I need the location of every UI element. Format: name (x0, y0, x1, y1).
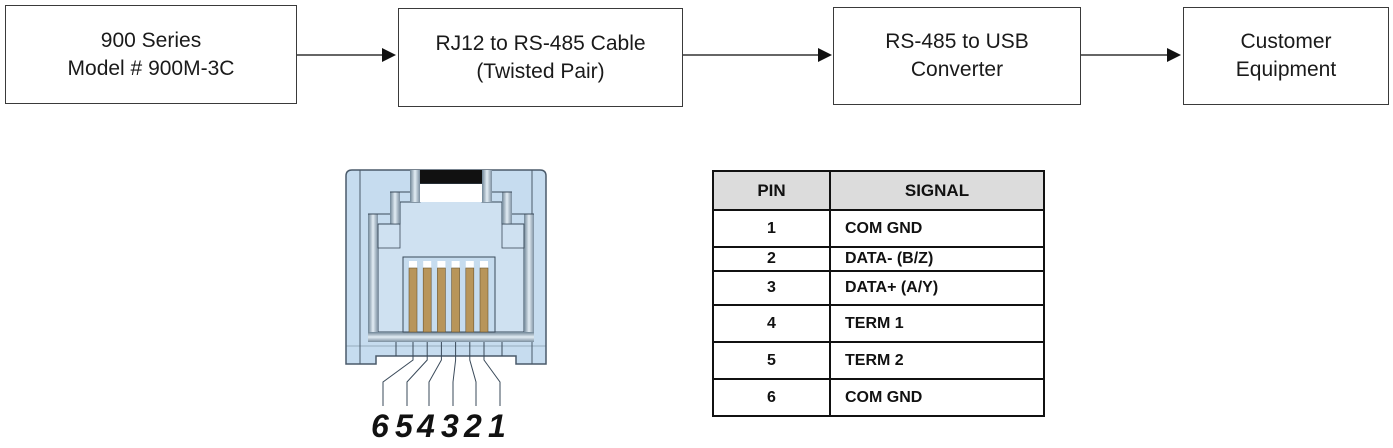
flow-box-cable-line2: (Twisted Pair) (476, 59, 605, 83)
pin-leads (382, 342, 503, 406)
signal-cell: COM GND (829, 378, 1045, 417)
table-row: 5 TERM 2 (712, 341, 1045, 380)
flow-box-customer-line2: Equipment (1235, 58, 1337, 81)
contact-pin-2 (465, 267, 475, 333)
rj12-connector-diagram (345, 169, 547, 406)
flow-box-customer-line1: Customer (1240, 30, 1332, 53)
pin-cell: 6 (712, 378, 831, 417)
flow-box-cable: RJ12 to RS-485 Cable (Twisted Pair) (398, 8, 683, 107)
contact-pin-3 (451, 267, 460, 333)
contact-pin-6 (408, 267, 418, 333)
signal-cell: TERM 2 (829, 341, 1045, 380)
table-row: 1 COM GND (712, 209, 1045, 248)
table-header-row: PIN SIGNAL (712, 170, 1045, 211)
pin-label-5: 5 (395, 408, 413, 444)
pin-label-3: 3 (441, 408, 459, 444)
contact-block (402, 256, 496, 333)
pin-lead-1 (483, 342, 501, 406)
signal-cell: DATA- (B/Z) (829, 246, 1045, 272)
pin-lead-4 (428, 342, 442, 406)
contact-pin-1 (479, 267, 489, 333)
pin-cell: 5 (712, 341, 831, 380)
contact-pins (408, 261, 489, 333)
flow-box-device: 900 Series Model # 900M-3C (5, 5, 297, 104)
pin-cell: 3 (712, 270, 831, 306)
pin-label-1: 1 (488, 408, 506, 444)
pin-cell: 2 (712, 246, 831, 272)
contact-pin-4 (437, 267, 446, 333)
pin-cell: 1 (712, 209, 831, 248)
flow-box-device-line2: Model # 900M-3C (67, 56, 235, 80)
contact-tip (423, 261, 432, 268)
signal-cell: COM GND (829, 209, 1045, 248)
pin-lead-2 (469, 342, 477, 406)
signal-cell: TERM 1 (829, 304, 1045, 343)
flow-box-converter-line2: Converter (910, 58, 1004, 81)
table-row: 4 TERM 1 (712, 304, 1045, 343)
header-pin: PIN (712, 170, 831, 211)
flow-box-converter-line1: RS-485 to USB (885, 30, 1029, 53)
flow-arrows (297, 48, 1181, 62)
contact-pin-5 (422, 267, 432, 333)
table-row: 3 DATA+ (A/Y) (712, 270, 1045, 306)
contact-tip (480, 261, 488, 268)
contact-tip (465, 261, 474, 268)
arrow-device-to-cable (297, 48, 396, 62)
pin-label-4: 4 (417, 408, 435, 444)
contact-tip (451, 261, 460, 268)
contact-tip (437, 261, 446, 268)
flow-box-cable-line1: RJ12 to RS-485 Cable (435, 31, 646, 55)
signal-cell: DATA+ (A/Y) (829, 270, 1045, 306)
pin-lead-5 (406, 342, 428, 406)
latch-slot (420, 170, 482, 184)
arrow-converter-to-customer (1081, 48, 1181, 62)
flow-box-converter: RS-485 to USB Converter (833, 7, 1081, 105)
pin-lead-6 (382, 342, 414, 406)
arrow-cable-to-converter (683, 48, 832, 62)
table-row: 2 DATA- (B/Z) (712, 246, 1045, 272)
flow-box-device-line1: 900 Series (100, 28, 202, 52)
pin-label-6: 6 (371, 408, 389, 444)
flow-box-customer: Customer Equipment (1183, 7, 1389, 105)
pin-cell: 4 (712, 304, 831, 343)
contact-tip (409, 261, 417, 268)
pinout-table: PIN SIGNAL 1 COM GND 2 DATA- (B/Z) 3 DAT… (712, 170, 1045, 417)
pin-label-2: 2 (464, 408, 482, 444)
header-signal: SIGNAL (829, 170, 1045, 211)
pin-lead-3 (452, 342, 457, 406)
table-row: 6 COM GND (712, 378, 1045, 417)
